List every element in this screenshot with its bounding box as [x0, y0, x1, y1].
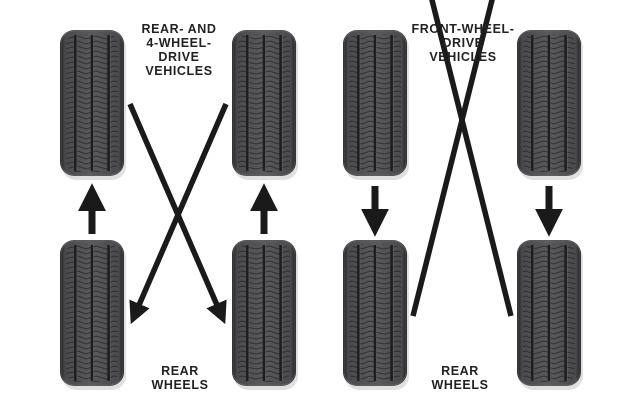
tire-front-wheel-drive-rear-left [343, 240, 409, 390]
rear-label-line: WHEELS [151, 378, 209, 392]
rear-label-line: REAR [441, 364, 479, 378]
tire-front-wheel-drive-front-right [517, 30, 583, 180]
title-line: 4-WHEEL- [146, 36, 212, 50]
title-line: VEHICLES [429, 50, 497, 64]
rear-wheels-label-left: REAR WHEELS [140, 364, 220, 392]
tire-rear-and-4wd-rear-right [232, 240, 298, 390]
title-line: DRIVE [442, 36, 484, 50]
title-line: VEHICLES [145, 64, 213, 78]
rear-wheels-label-right: REAR WHEELS [420, 364, 500, 392]
tire-rear-and-4wd-rear-left [60, 240, 126, 390]
rear-label-line: REAR [161, 364, 199, 378]
rotation-arrow-front-wheel-drive-rear-right-to-front-left [429, 0, 514, 317]
tire-front-wheel-drive-rear-right [517, 240, 583, 390]
rotation-arrow-rear-and-4wd-front-right-to-rear-left [129, 102, 229, 325]
tire-rear-and-4wd-front-right [232, 30, 298, 180]
tire-front-wheel-drive-front-left [343, 30, 409, 180]
fwd-title: FRONT-WHEEL- DRIVE VEHICLES [398, 22, 528, 64]
title-line: REAR- AND [141, 22, 217, 36]
rear-4wd-title: REAR- AND 4-WHEEL- DRIVE VEHICLES [124, 22, 234, 78]
rear-label-line: WHEELS [431, 378, 489, 392]
rotation-arrow-front-wheel-drive-rear-left-to-front-right [410, 0, 495, 317]
tire-rear-and-4wd-front-left [60, 30, 126, 180]
title-line: DRIVE [158, 50, 200, 64]
rotation-arrow-rear-and-4wd-front-left-to-rear-right [127, 102, 227, 325]
title-line: FRONT-WHEEL- [411, 22, 515, 36]
